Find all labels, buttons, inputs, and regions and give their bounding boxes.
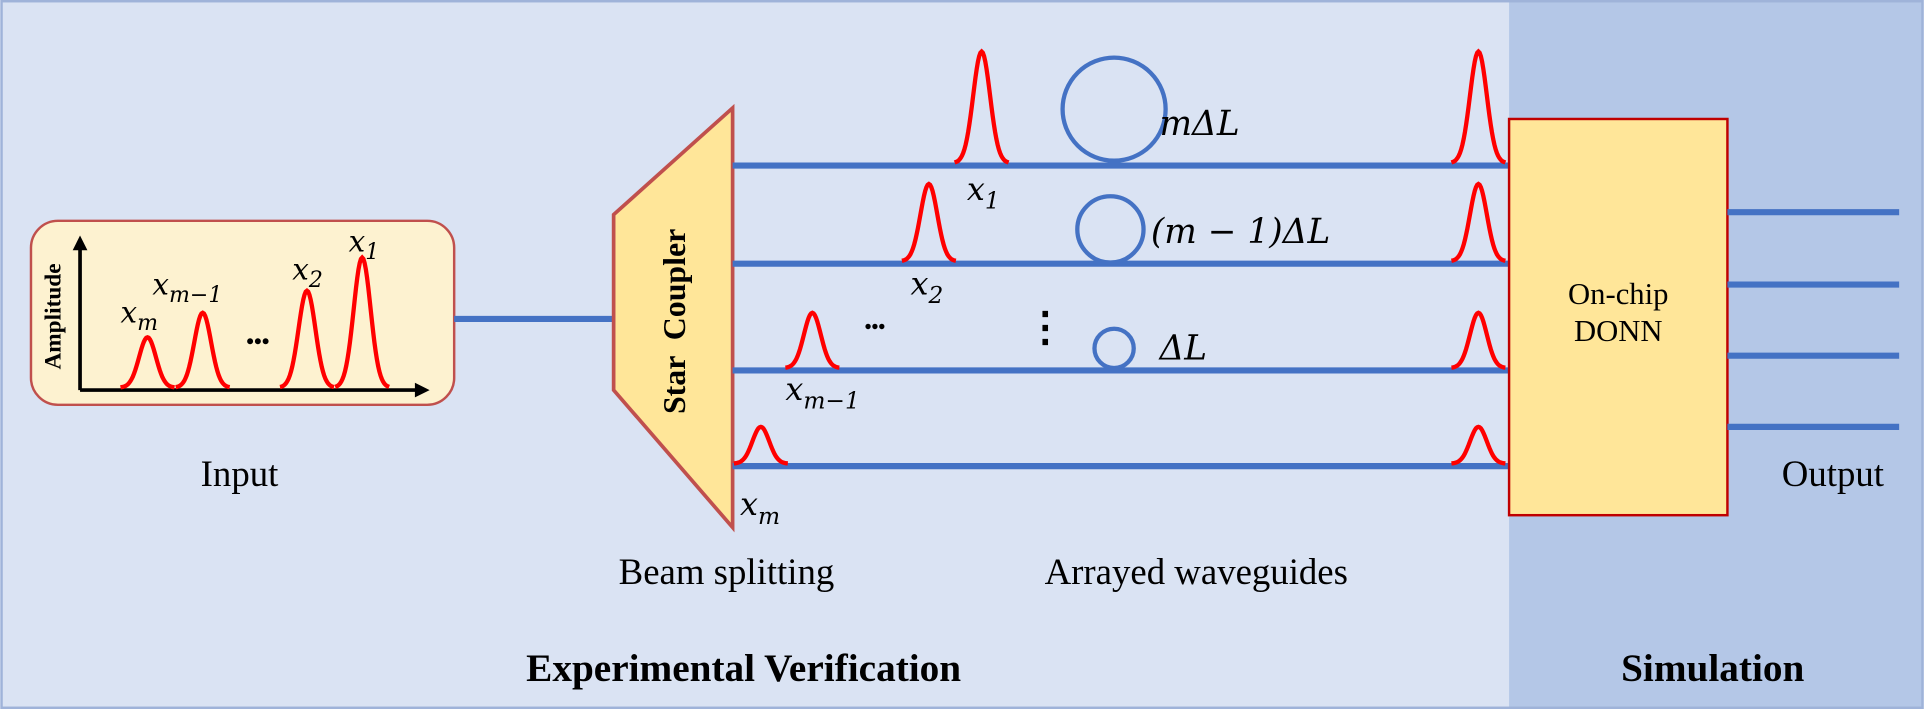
label-x2: x2 xyxy=(292,253,323,293)
input-pulse xyxy=(334,254,390,389)
delay-label-2: (m − 1)ΔL xyxy=(1151,212,1330,252)
arrayed-waveguides xyxy=(732,162,1510,470)
aligned-pulse xyxy=(1451,310,1506,370)
delay-ring-3 xyxy=(1092,326,1136,371)
star-coupler-label: Star Coupler xyxy=(657,229,692,414)
delayed-pulse xyxy=(785,310,840,370)
arrayed-waveguides-caption: Arrayed waveguides xyxy=(1045,551,1348,592)
pulse-label-xm: xm xyxy=(740,485,780,530)
delayed-pulse xyxy=(953,48,1010,165)
star-coupler xyxy=(611,103,735,533)
waveguide-pulses xyxy=(733,48,1507,466)
x-axis-arrow-icon xyxy=(414,382,430,398)
input-pulse xyxy=(175,310,231,390)
delayed-pulse xyxy=(733,424,789,466)
pulse-label-x2: x2 xyxy=(910,264,943,309)
delay-label-1: mΔL xyxy=(1159,104,1239,144)
donn-box xyxy=(1507,117,1729,517)
input-pulse xyxy=(120,335,175,390)
label-xm: xm xyxy=(121,296,159,336)
input-pulse xyxy=(279,287,335,390)
aligned-pulse xyxy=(1451,181,1506,263)
label-xm1: xm−1 xyxy=(152,267,222,307)
delay-ring-1 xyxy=(1060,55,1168,163)
output-waveguides xyxy=(1727,209,1900,430)
donn-label-line1: On-chip xyxy=(1568,277,1668,311)
delay-label-3: ΔL xyxy=(1157,328,1207,368)
y-axis-arrow-icon xyxy=(72,235,88,251)
beam-splitting-caption: Beam splitting xyxy=(619,551,835,592)
simulation-title: Simulation xyxy=(1621,647,1804,690)
output-caption: Output xyxy=(1782,453,1884,494)
horizontal-dots: ••• xyxy=(865,318,886,339)
pulse-label-xm1: xm−1 xyxy=(785,370,859,415)
input-caption: Input xyxy=(201,453,279,494)
delay-ring-2 xyxy=(1075,194,1146,265)
experimental-verification-title: Experimental Verification xyxy=(526,647,961,690)
amplitude-axis-label: Amplitude xyxy=(40,263,66,369)
aligned-pulse xyxy=(1450,48,1507,165)
input-pulses xyxy=(120,254,390,390)
donn-label-line2: DONN xyxy=(1574,314,1663,348)
input-ellipsis: ••• xyxy=(246,328,269,353)
label-x1: x1 xyxy=(349,224,380,264)
aligned-pulse xyxy=(1451,424,1506,466)
input-panel xyxy=(29,219,456,407)
delayed-pulse xyxy=(901,181,957,263)
pulse-label-x1: x1 xyxy=(967,170,1000,215)
vertical-dots: ⋮ xyxy=(1025,305,1067,351)
input-axes xyxy=(78,245,420,392)
